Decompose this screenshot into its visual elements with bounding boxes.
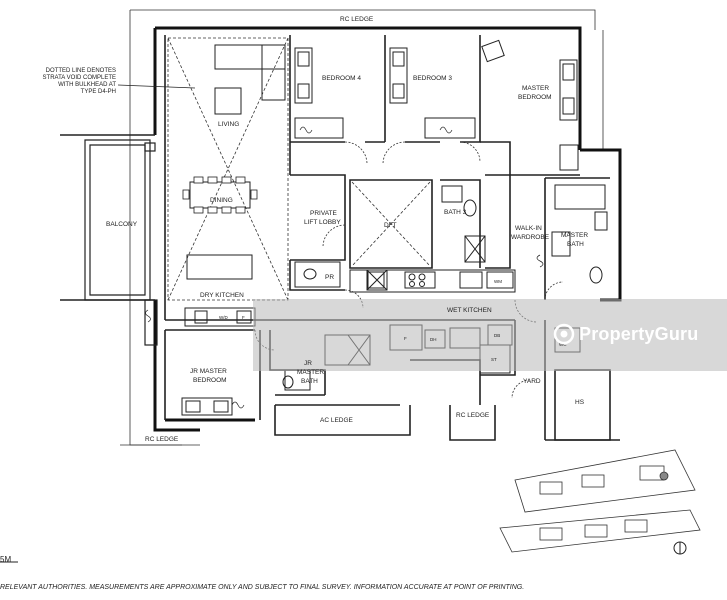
dining-label: DINING (210, 197, 233, 204)
wet-kitchen-label: WET KITCHEN (447, 307, 492, 314)
interior-walls (60, 35, 620, 441)
ac-ledge-label: AC LEDGE (320, 417, 354, 424)
ledge-outline (120, 9, 604, 446)
rc-ledge-bl-label: RC LEDGE (145, 436, 179, 443)
propertyguru-logo-icon (553, 323, 575, 345)
key-plan (499, 449, 701, 553)
wc-label: WC (559, 342, 567, 347)
st-label: ST (491, 357, 497, 362)
room-labels: RC LEDGE BEDROOM 4 BEDROOM 3 MASTER BEDR… (106, 16, 588, 443)
watermark-text: PropertyGuru (579, 323, 699, 344)
jr-bath-label-3: BATH (301, 378, 318, 385)
scale-label: 5M (0, 555, 12, 564)
rc-ledge-mid-label: RC LEDGE (456, 412, 490, 419)
bedroom3-label: BEDROOM 3 (413, 75, 452, 82)
dining-chairs (182, 176, 258, 214)
balcony-outline (84, 139, 158, 346)
north-arrow-icon (673, 541, 687, 555)
wardrobe-symbols (145, 126, 544, 409)
jr-bath-label-2: MASTER (297, 369, 324, 376)
hs-label: HS (575, 399, 585, 406)
bedroom-furniture (181, 39, 579, 416)
jr-bath-label-1: JR (304, 360, 312, 367)
private-lift-label-2: LIFT LOBBY (304, 219, 341, 226)
rc-ledge-top-label: RC LEDGE (340, 16, 374, 23)
balcony-label: BALCONY (106, 221, 138, 228)
yard-label: YARD (523, 378, 541, 385)
walkin-label-1: WALK-IN (515, 225, 542, 232)
watermark-band (253, 299, 727, 371)
master-bath-label-2: BATH (567, 241, 584, 248)
dh-label: DH (430, 337, 437, 342)
note-line-4: TYPE D4-PH (80, 89, 116, 95)
strata-void-note: DOTTED LINE DENOTES STRATA VOID COMPLETE… (20, 68, 116, 96)
master-bedroom-label-1: MASTER (522, 85, 549, 92)
master-bath-label-1: MASTER (561, 232, 588, 239)
note-line-2: STRATA VOID COMPLETE (42, 75, 116, 81)
master-bedroom-label-2: BEDROOM (518, 94, 552, 101)
walkin-label-2: WARDROBE (511, 234, 550, 241)
note-leader-line (117, 84, 196, 89)
wm-label: WM (494, 279, 502, 284)
fridge-label: F (404, 336, 407, 341)
private-lift-label-1: PRIVATE (310, 210, 338, 217)
db-label: DB (494, 333, 500, 338)
bedroom4-label: BEDROOM 4 (322, 75, 361, 82)
living-label: LIVING (218, 121, 239, 128)
pr-label: PR (325, 274, 334, 281)
propertyguru-watermark: PropertyGuru (553, 323, 698, 345)
disclaimer-text: RELEVANT AUTHORITIES. MEASUREMENTS ARE A… (0, 584, 525, 591)
dft-label: DFT (384, 222, 397, 229)
dry-kitchen-label: DRY KITCHEN (200, 292, 244, 299)
jr-master-label-1: JR MASTER (190, 368, 227, 375)
living-furniture (186, 44, 286, 280)
note-line-1: DOTTED LINE DENOTES (45, 68, 116, 74)
bath3-label: BATH 3 (444, 209, 467, 216)
jr-master-label-2: BEDROOM (193, 377, 227, 384)
wd-label: W/D (219, 315, 228, 320)
fridge2-label: F (242, 315, 245, 320)
note-line-3: WITH BULKHEAD AT (58, 82, 116, 88)
